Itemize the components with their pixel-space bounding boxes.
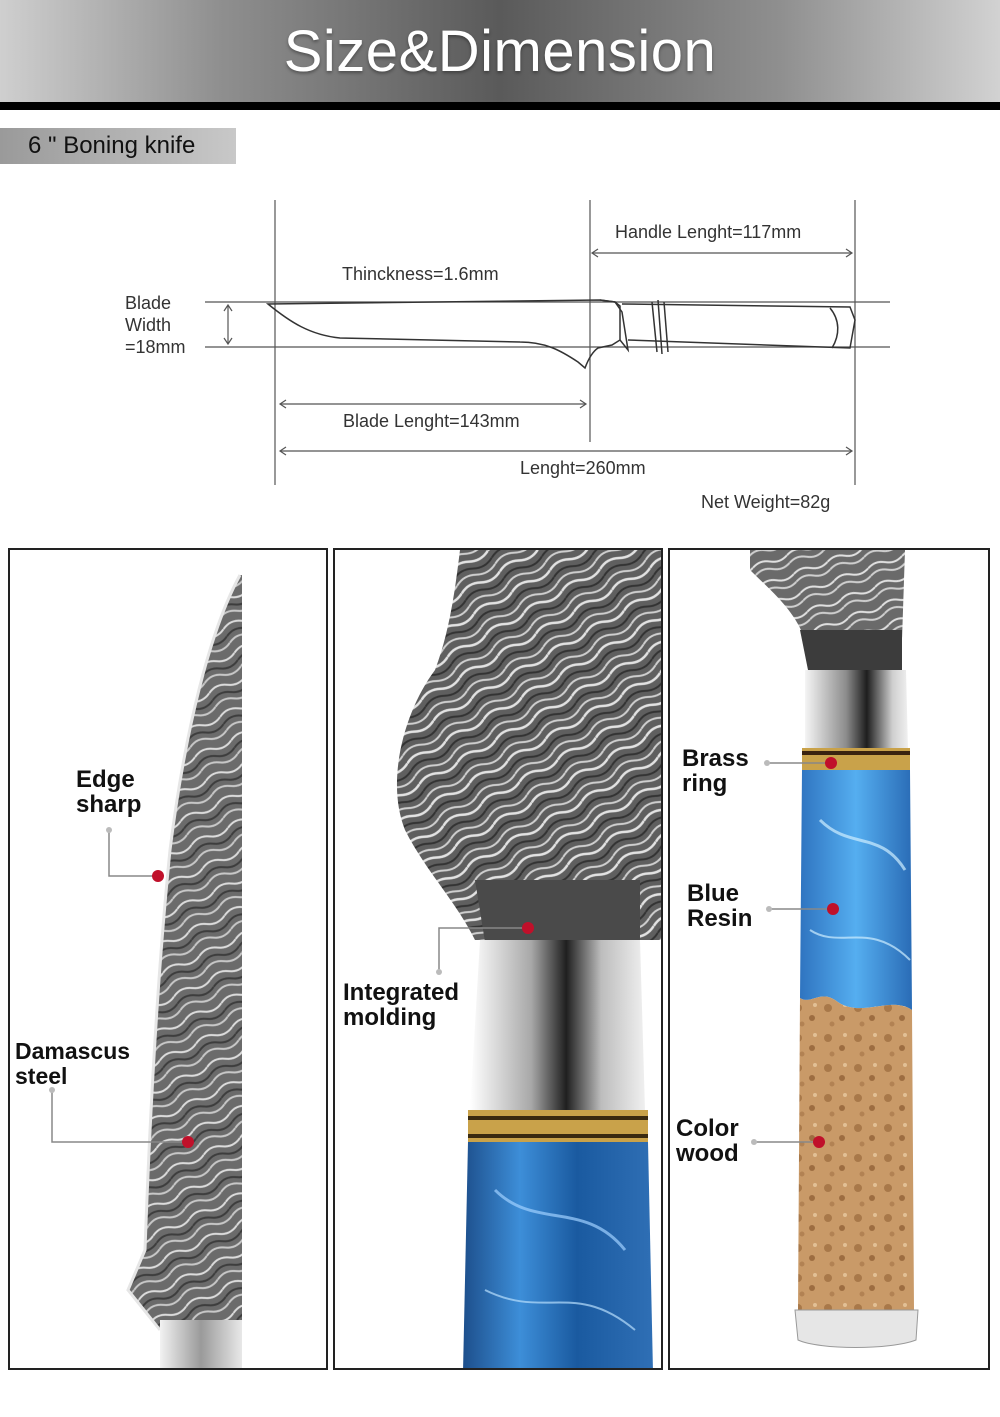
damascus-steel-label-line: Damascus — [15, 1038, 131, 1064]
blade-width-label-line: =18mm — [125, 337, 186, 357]
blade-length-label: Blade Lenght=143mm — [343, 411, 520, 431]
integrated-molding-label: Integrated molding — [343, 980, 459, 1030]
damascus-steel-label: Damascus steel — [15, 1039, 130, 1089]
color-wood-label-line: Color — [676, 1115, 739, 1142]
brass-ring-label-line: ring — [682, 770, 728, 797]
handle-length-label: Handle Lenght=117mm — [615, 222, 802, 242]
blade-width-label-line: Blade — [125, 293, 172, 313]
integrated-molding-label-line: Integrated — [343, 979, 460, 1006]
page-title: Size&Dimension — [283, 18, 717, 84]
wood-marker-dot — [813, 1136, 825, 1148]
blue-resin-label: Blue Resin — [687, 881, 752, 931]
bolster-closeup-image — [396, 550, 661, 1368]
net-weight-label: Net Weight=82g — [701, 492, 831, 512]
edge-sharp-label: Edge sharp — [76, 767, 141, 817]
damascus-steel-label-line: steel — [15, 1063, 68, 1089]
knife-outline — [265, 299, 856, 370]
damascus-marker-dot — [182, 1136, 194, 1148]
edge-sharp-label-line: sharp — [76, 791, 142, 818]
knife-outline-drawing — [205, 200, 890, 485]
blade-detail-panel: Edge sharp Damascus steel — [8, 548, 328, 1370]
brass-ring-label: Brass ring — [682, 746, 749, 796]
dimension-diagram: Thinckness=1.6mm Handle Lenght=117mm Bla… — [0, 190, 1000, 520]
molding-marker-dot — [522, 922, 534, 934]
product-subtitle-box: 6 " Boning knife — [0, 128, 236, 164]
blade-width-label: Blade Width =18mm — [125, 292, 186, 358]
edge-sharp-label-line: Edge — [76, 766, 135, 793]
handle-closeup-image — [750, 550, 919, 1348]
edge-marker-dot — [152, 870, 164, 882]
handle-detail-panel: Brass ring Blue Resin Color wood — [668, 548, 990, 1370]
edge-callout-line — [108, 830, 156, 877]
blade-width-label-line: Width — [125, 315, 172, 335]
resin-marker-dot — [827, 903, 839, 915]
header-divider — [0, 102, 1000, 110]
total-length-label: Lenght=260mm — [520, 458, 646, 478]
color-wood-label: Color wood — [676, 1116, 739, 1166]
brass-ring-label-line: Brass — [682, 745, 749, 772]
molding-callout-line — [438, 927, 523, 972]
thickness-label: Thinckness=1.6mm — [342, 264, 499, 284]
damascus-callout-line — [51, 1090, 186, 1143]
color-wood-label-line: wood — [676, 1140, 739, 1167]
header-banner: Size&Dimension — [0, 0, 1000, 102]
brass-marker-dot — [825, 757, 837, 769]
blue-resin-label-line: Blue — [687, 880, 740, 907]
blue-resin-label-line: Resin — [687, 905, 753, 932]
product-subtitle: 6 " Boning knife — [28, 132, 196, 159]
blade-closeup-image — [49, 574, 242, 1368]
bolster-detail-panel: Integrated molding — [333, 548, 663, 1370]
integrated-molding-label-line: molding — [343, 1004, 437, 1031]
